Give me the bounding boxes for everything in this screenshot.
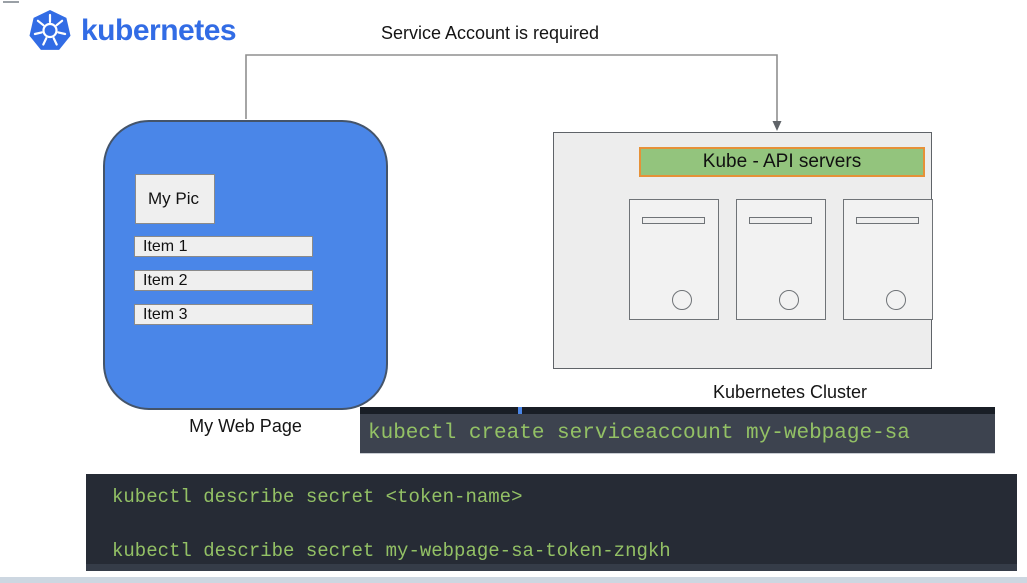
flow-annotation: Service Account is required [380, 23, 600, 43]
server-slot [642, 217, 705, 224]
web-page-box: My Pic Item 1 Item 2 Item 3 [103, 120, 388, 410]
web-page-item: Item 2 [134, 270, 313, 291]
server-slot [749, 217, 812, 224]
web-page-caption: My Web Page [189, 416, 302, 436]
server-icon [736, 199, 826, 320]
web-page-item: Item 3 [134, 304, 313, 325]
kubernetes-wheel-icon [29, 10, 71, 50]
server-icon [843, 199, 933, 320]
api-servers-banner: Kube - API servers [639, 147, 925, 177]
terminal-create-serviceaccount: kubectl create serviceaccount my-webpage… [360, 407, 995, 454]
command-text: kubectl create serviceaccount my-webpage… [368, 422, 910, 445]
bottom-edge-bar [0, 577, 1027, 583]
terminal-describe-secret: kubectl describe secret <token-name> kub… [86, 474, 1017, 571]
server-slot [856, 217, 919, 224]
stray-line [3, 1, 19, 3]
cursor-tick [518, 407, 522, 414]
server-power-circle [672, 290, 692, 310]
cluster-box: Kube - API servers [553, 132, 933, 369]
command-text: kubectl describe secret <token-name> [112, 486, 523, 508]
kubernetes-logo-text: kubernetes [81, 14, 237, 47]
terminal-top-bar [360, 407, 995, 414]
kubernetes-logo: kubernetes [28, 9, 237, 53]
terminal-bottom-strip [86, 564, 1017, 571]
web-page-pic: My Pic [135, 174, 215, 224]
cluster-caption: Kubernetes Cluster [712, 382, 868, 402]
server-power-circle [886, 290, 906, 310]
command-text: kubectl describe secret my-webpage-sa-to… [112, 540, 671, 562]
arrowhead-icon [772, 121, 782, 131]
server-icon [629, 199, 719, 320]
web-page-item: Item 1 [134, 236, 313, 257]
server-power-circle [779, 290, 799, 310]
